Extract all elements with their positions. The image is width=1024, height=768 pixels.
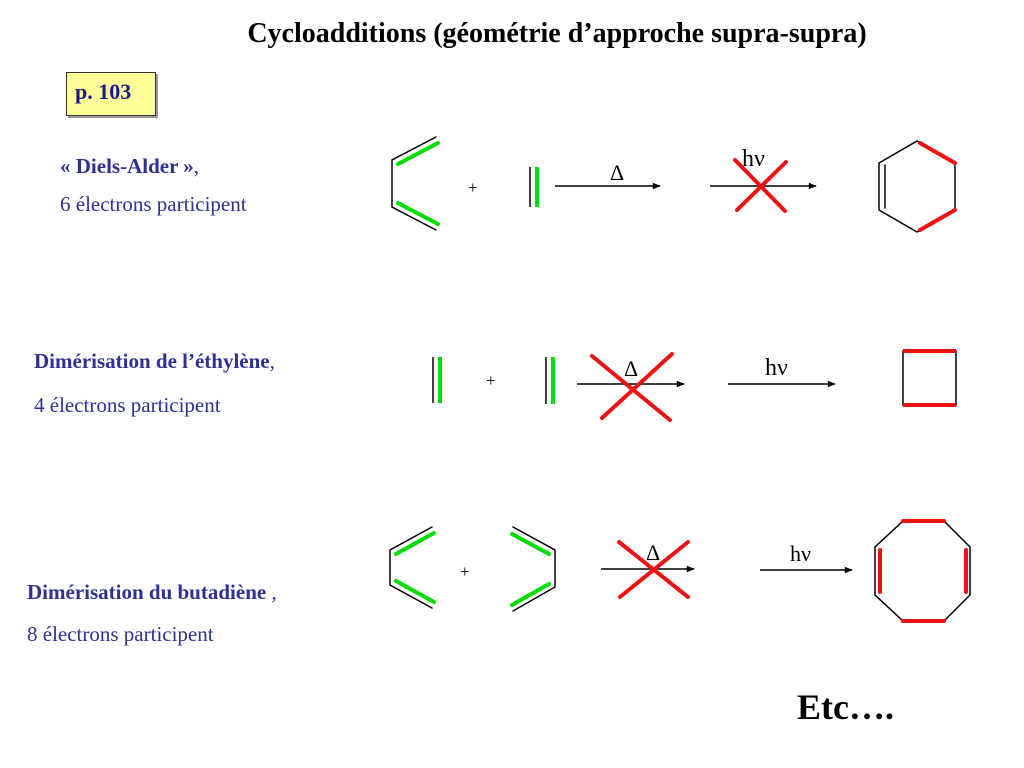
- hv-label: hν: [765, 355, 788, 381]
- cyclohexene-product: [878, 140, 957, 233]
- page-title: Cycloadditions (géométrie d’approche sup…: [247, 18, 867, 49]
- reaction-3-electrons: 8 électrons participent: [27, 622, 214, 646]
- ethylene-molecule-1: [432, 357, 442, 403]
- photochemical-arrow-forbidden: hν: [710, 146, 817, 213]
- cyclobutane-product: [902, 349, 957, 407]
- photochemical-arrow: hν: [728, 355, 836, 388]
- thermal-arrow-forbidden: Δ: [601, 540, 695, 599]
- forbidden-cross-icon: [733, 158, 788, 213]
- reaction-1-electrons: 6 électrons participent: [60, 192, 247, 216]
- reaction-1-name: « Diels-Alder »: [60, 154, 194, 178]
- butadiene-molecule: [391, 136, 440, 231]
- thermal-arrow: Δ: [555, 160, 661, 190]
- reaction-3-name: Dimérisation du butadiène: [27, 580, 267, 604]
- hv-label: hν: [742, 146, 765, 172]
- reaction-3-label: Dimérisation du butadiène ,: [27, 580, 277, 604]
- hv-label: hν: [790, 541, 811, 566]
- thermal-arrow-forbidden: Δ: [577, 352, 685, 422]
- reaction-2-scheme: + Δ hν: [432, 349, 957, 422]
- reaction-2-label: Dimérisation de l’éthylène,: [34, 349, 275, 373]
- plus-sign: +: [460, 562, 470, 581]
- forbidden-cross-icon: [617, 540, 690, 599]
- forbidden-cross-icon: [590, 352, 674, 422]
- cyclooctadiene-product: [874, 519, 971, 623]
- ethylene-molecule-2: [545, 357, 555, 404]
- delta-label: Δ: [624, 356, 638, 381]
- reaction-2-name: Dimérisation de l’éthylène: [34, 349, 270, 373]
- photochemical-arrow: hν: [760, 541, 853, 574]
- butadiene-molecule-2: [510, 526, 556, 612]
- delta-label: Δ: [610, 160, 624, 185]
- reaction-1-scheme: + Δ hν: [391, 136, 957, 233]
- ethylene-molecule: [529, 167, 539, 207]
- reaction-3-scheme: + Δ hν: [389, 519, 971, 623]
- plus-sign: +: [468, 178, 478, 197]
- etc-text: Etc….: [797, 687, 894, 727]
- butadiene-molecule-1: [389, 526, 436, 609]
- delta-label: Δ: [646, 540, 660, 565]
- plus-sign: +: [486, 371, 496, 390]
- page-reference-label: p. 103: [75, 79, 132, 104]
- page-reference-scroll: p. 103: [66, 72, 156, 116]
- reaction-2-electrons: 4 électrons participent: [34, 393, 221, 417]
- reaction-1-label: « Diels-Alder »,: [60, 154, 200, 178]
